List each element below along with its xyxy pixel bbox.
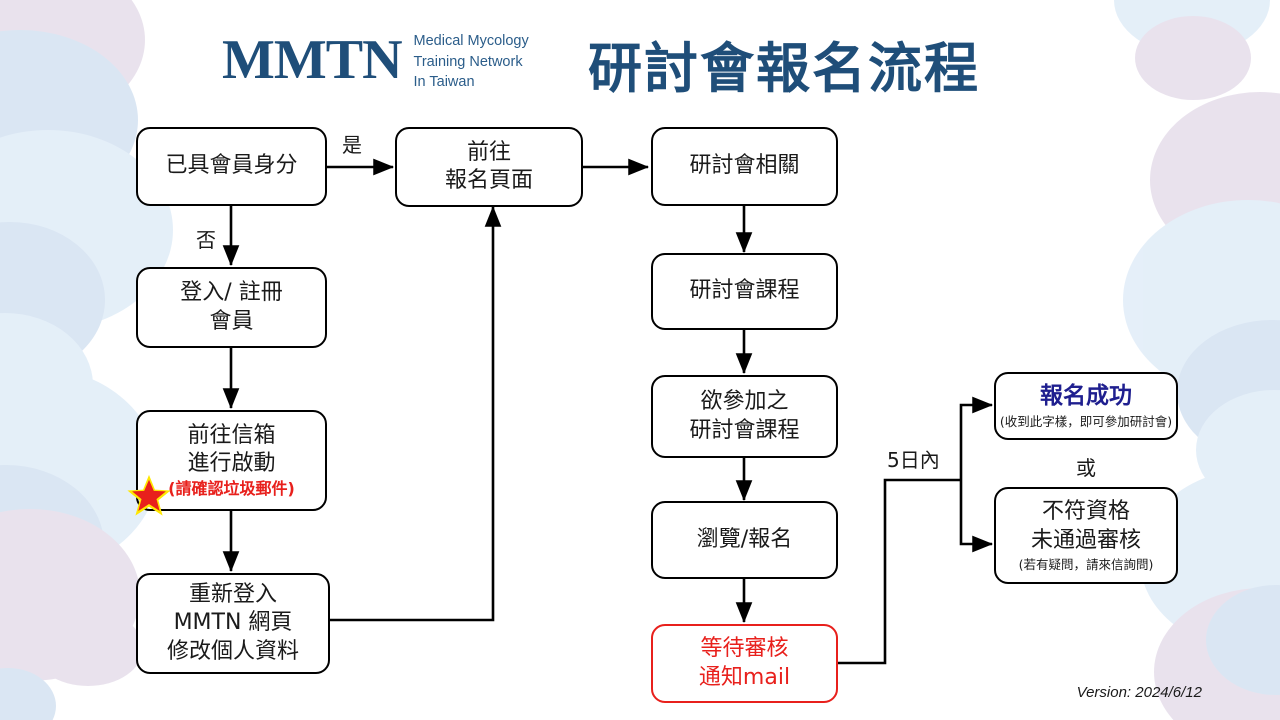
edge-relogin-to-signup: [329, 205, 502, 622]
version-label: Version: 2024/6/12: [1076, 684, 1202, 701]
node-desired-course-line2: 研討會課程: [689, 417, 800, 443]
node-await-review-line1: 等待審核: [700, 636, 789, 662]
node-success-note: (收到此字樣，即可參加研討會): [999, 413, 1173, 429]
node-desired-course[interactable]: 欲參加之 研討會課程: [651, 375, 838, 458]
logo-wordmark: MMTN: [222, 29, 403, 92]
logo-tagline-line2: Training Network: [413, 53, 523, 70]
node-login-register-line1: 登入/ 註冊: [180, 280, 283, 306]
node-member-check[interactable]: 已具會員身分: [136, 127, 327, 206]
edge-label-within-5-days: 5日內: [887, 448, 940, 472]
edge-label-yes: 是: [342, 133, 362, 157]
node-success[interactable]: 報名成功 (收到此字樣，即可參加研討會): [994, 372, 1178, 440]
node-seminar-courses[interactable]: 研討會課程: [651, 253, 838, 330]
node-rejected[interactable]: 不符資格 未通過審核 (若有疑問，請來信詢問): [994, 487, 1178, 584]
node-await-review-line2: 通知mail: [698, 664, 791, 690]
node-success-line1: 報名成功: [1040, 383, 1132, 410]
node-browse-signup[interactable]: 瀏覽/報名: [651, 501, 838, 579]
node-activate-mail-note: (請確認垃圾郵件): [168, 478, 295, 498]
node-seminar-related-line1: 研討會相關: [689, 153, 800, 179]
logo-tagline: Medical Mycology Training Network In Tai…: [414, 28, 529, 93]
edge-label-or: 或: [1076, 456, 1096, 480]
node-relogin-profile-line1: 重新登入: [188, 582, 277, 608]
node-rejected-line1: 不符資格: [1041, 499, 1130, 525]
mmtn-logo: MMTN Medical Mycology Training Network I…: [222, 28, 529, 93]
edge-await-to-split: [838, 478, 961, 665]
node-login-register-line2: 會員: [209, 308, 254, 334]
red-star-icon: [127, 474, 171, 516]
node-login-register[interactable]: 登入/ 註冊 會員: [136, 267, 327, 348]
node-rejected-line2: 未通過審核: [1030, 527, 1141, 553]
node-goto-signup-page-line2: 報名頁面: [444, 168, 533, 193]
edge-split-to-success: [959, 396, 994, 480]
node-relogin-profile[interactable]: 重新登入 MMTN 網頁 修改個人資料: [136, 573, 330, 674]
edge-split-to-rejected: [959, 480, 994, 553]
page-title: 研討會報名流程: [588, 37, 980, 100]
node-relogin-profile-line3: 修改個人資料: [166, 638, 299, 664]
logo-tagline-line1: Medical Mycology: [413, 33, 529, 49]
node-seminar-courses-line1: 研討會課程: [689, 278, 800, 304]
node-activate-mail-line1: 前往信箱: [187, 422, 276, 448]
node-relogin-profile-line2: MMTN 網頁: [173, 610, 293, 636]
node-member-check-line1: 已具會員身分: [165, 153, 298, 179]
edge-label-no: 否: [196, 228, 216, 252]
node-rejected-note: (若有疑問，請來信詢問): [1018, 556, 1154, 572]
node-seminar-related[interactable]: 研討會相關: [651, 127, 838, 206]
node-goto-signup-page-line1: 前往: [466, 139, 511, 165]
logo-tagline-line3: In Taiwan: [413, 74, 475, 91]
node-await-review[interactable]: 等待審核 通知mail: [651, 624, 838, 703]
node-browse-signup-line1: 瀏覽/報名: [696, 526, 793, 552]
node-activate-mail-line2: 進行啟動: [187, 450, 276, 476]
page-header: MMTN Medical Mycology Training Network I…: [0, 0, 1280, 110]
node-activate-mail[interactable]: 前往信箱 進行啟動 (請確認垃圾郵件): [136, 410, 327, 511]
node-goto-signup-page[interactable]: 前往 報名頁面: [395, 127, 583, 207]
node-desired-course-line1: 欲參加之: [700, 389, 789, 415]
